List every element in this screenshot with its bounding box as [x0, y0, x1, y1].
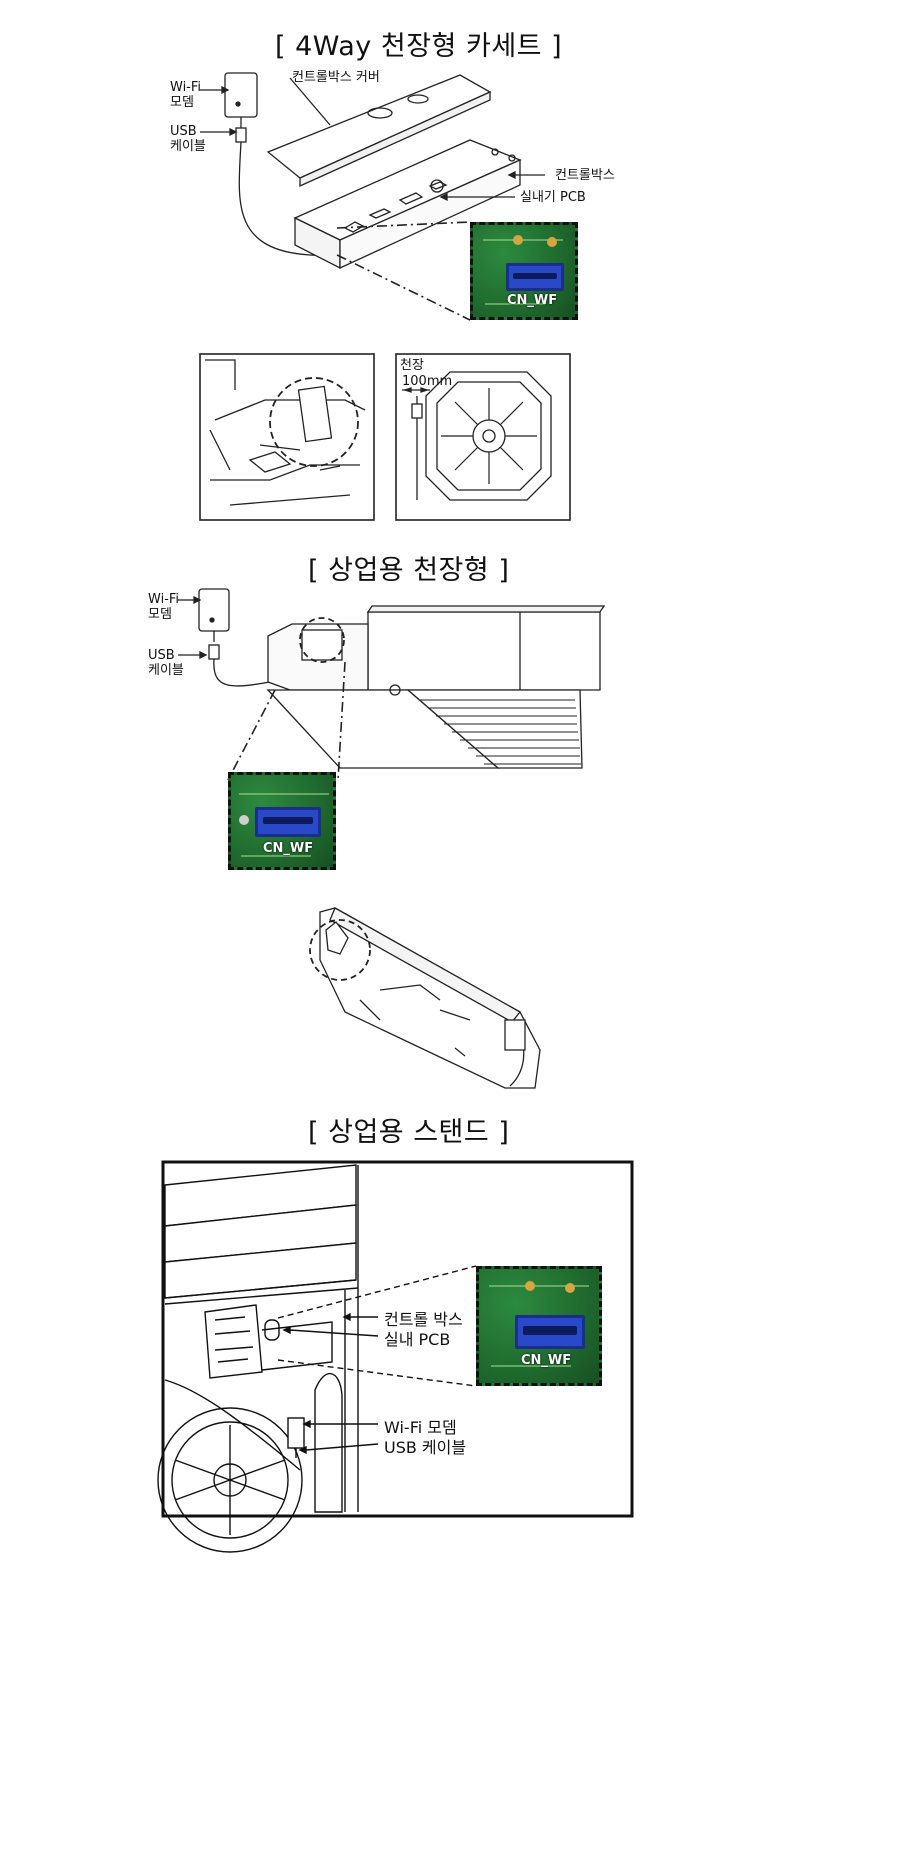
label-usb-cable-3: USB 케이블	[384, 1438, 467, 1457]
label-wifi-modem-1: Wi-Fi 모뎀	[170, 80, 202, 110]
label-ceiling: 천장	[400, 358, 424, 373]
label-control-box-1: 컨트롤박스	[555, 168, 615, 183]
pcb-closeup-2: CN_WF	[228, 772, 336, 870]
pcb-component	[547, 237, 557, 247]
cn-wf-label-2: CN_WF	[263, 841, 314, 856]
pcb-component	[565, 1283, 575, 1293]
pcb-trace	[485, 303, 545, 305]
section-title-commercial-ceiling: [ 상업용 천장형 ]	[308, 555, 510, 586]
pcb-trace	[491, 1365, 571, 1367]
label-100mm: 100mm	[402, 374, 453, 389]
section-title-4way-cassette: [ 4Way 천장형 카세트 ]	[275, 31, 563, 62]
pcb-closeup-3: CN_WF	[476, 1266, 602, 1386]
label-indoor-pcb-3: 실내 PCB	[384, 1330, 451, 1349]
label-wifi-modem-2: Wi-Fi 모뎀	[148, 592, 180, 622]
label-indoor-pcb-1: 실내기 PCB	[520, 190, 586, 205]
pcb-trace	[489, 1285, 589, 1287]
label-control-box-3: 컨트롤 박스	[384, 1310, 463, 1329]
pcb-trace	[483, 239, 563, 241]
label-control-box-cover: 컨트롤박스 커버	[292, 70, 380, 85]
cn-wf-connector-3	[515, 1315, 585, 1349]
label-usb-cable-1: USB 케이블	[170, 124, 206, 154]
pcb-component	[525, 1281, 535, 1291]
label-usb-cable-2: USB 케이블	[148, 648, 184, 678]
pcb-component	[239, 815, 249, 825]
pcb-trace	[239, 793, 329, 795]
pcb-component	[513, 235, 523, 245]
cn-wf-label-3: CN_WF	[521, 1353, 572, 1368]
section-title-commercial-stand: [ 상업용 스탠드 ]	[308, 1117, 510, 1148]
cn-wf-label-1: CN_WF	[507, 293, 558, 308]
pcb-closeup-1: CN_WF	[470, 222, 578, 320]
cn-wf-connector-2	[255, 807, 321, 837]
label-wifi-modem-3: Wi-Fi 모뎀	[384, 1418, 457, 1437]
cn-wf-connector-1	[506, 263, 564, 291]
pcb-trace	[241, 855, 311, 857]
